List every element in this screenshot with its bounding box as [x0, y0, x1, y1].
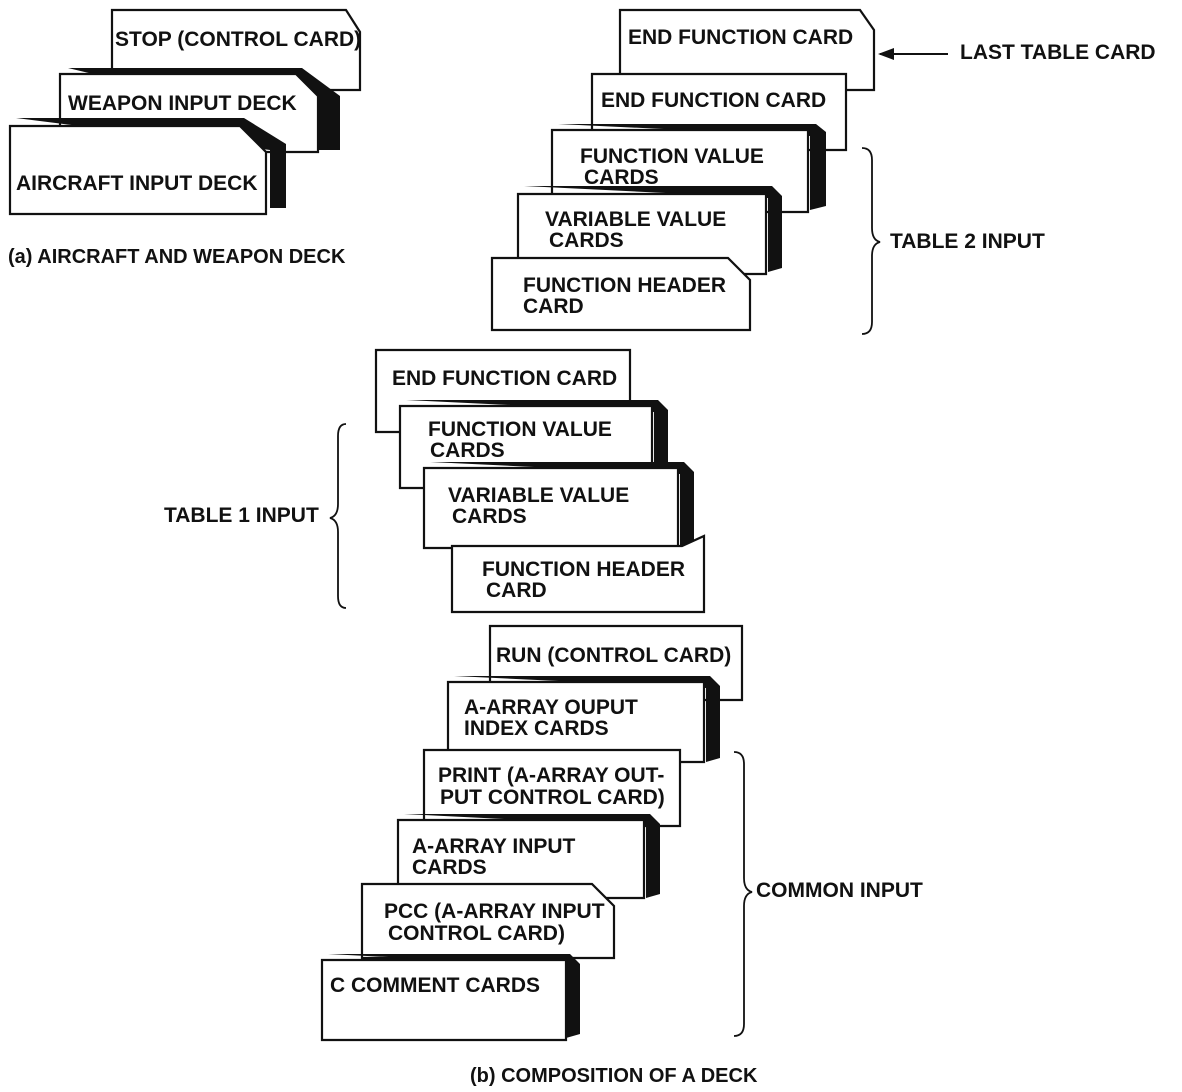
table1-input-label: TABLE 1 INPUT	[164, 504, 319, 527]
aircraft-weapon-deck-group: STOP (CONTROL CARD) WEAPON INPUT DECK AI…	[8, 8, 361, 268]
table1-function-value-label-2: CARDS	[430, 439, 505, 462]
table2-end-function-last-label: END FUNCTION CARD	[628, 26, 853, 49]
caption-a: (a) AIRCRAFT AND WEAPON DECK	[8, 246, 346, 268]
input-cards-label-2: CARDS	[412, 856, 487, 879]
stop-card-label: STOP (CONTROL CARD)	[115, 28, 361, 51]
print-label-1: PRINT (A-ARRAY OUT-	[438, 764, 664, 787]
common-input-group: RUN (CONTROL CARD) A-ARRAY OUPUT INDEX C…	[320, 624, 923, 1042]
table2-group: END FUNCTION CARD LAST TABLE CARD END FU…	[490, 8, 1156, 335]
table2-variable-value-label-1: VARIABLE VALUE	[545, 208, 726, 231]
table1-brace	[329, 423, 347, 609]
aircraft-deck-label: AIRCRAFT INPUT DECK	[16, 172, 258, 195]
table1-function-header-card	[450, 534, 706, 614]
output-index-cards	[446, 680, 706, 764]
table2-variable-value-label-2: CARDS	[549, 229, 624, 252]
comment-cards	[320, 958, 568, 1042]
table2-function-value-label-1: FUNCTION VALUE	[580, 145, 764, 168]
table2-brace	[861, 147, 881, 335]
caption-b: (b) COMPOSITION OF A DECK	[470, 1065, 758, 1087]
table2-end-function-label: END FUNCTION CARD	[601, 89, 826, 112]
table1-variable-value-label-1: VARIABLE VALUE	[448, 484, 629, 507]
pcc-control-card	[360, 882, 616, 960]
table1-function-value-label-1: FUNCTION VALUE	[428, 418, 612, 441]
table2-function-header-label-1: FUNCTION HEADER	[523, 274, 726, 297]
common-input-label: COMMON INPUT	[756, 879, 923, 902]
table2-variable-value-cards	[516, 192, 768, 276]
aircraft-input-deck	[8, 124, 268, 216]
print-control-card	[422, 748, 682, 828]
table1-end-function-label: END FUNCTION CARD	[392, 367, 617, 390]
comment-cards-label: C COMMENT CARDS	[330, 974, 540, 997]
last-table-arrowhead	[878, 48, 894, 60]
last-table-card-label: LAST TABLE CARD	[960, 41, 1156, 64]
table1-function-header-label-1: FUNCTION HEADER	[482, 558, 685, 581]
pcc-label-2: CONTROL CARD)	[388, 922, 565, 945]
table1-group: END FUNCTION CARD FUNCTION VALUE CARDS V…	[164, 348, 706, 614]
common-brace	[733, 751, 753, 1037]
weapon-deck-label: WEAPON INPUT DECK	[68, 92, 297, 115]
input-cards	[396, 818, 646, 900]
table2-function-header-label-2: CARD	[523, 295, 584, 318]
table2-input-label: TABLE 2 INPUT	[890, 230, 1045, 253]
table2-function-header-card	[490, 256, 752, 332]
table1-variable-value-label-2: CARDS	[452, 505, 527, 528]
input-cards-label-1: A-ARRAY INPUT	[412, 835, 576, 858]
table2-function-value-label-2: CARDS	[584, 166, 659, 189]
print-label-2: PUT CONTROL CARD)	[440, 786, 665, 809]
run-card-label: RUN (CONTROL CARD)	[496, 644, 731, 667]
output-index-label-1: A-ARRAY OUPUT	[464, 696, 638, 719]
pcc-label-1: PCC (A-ARRAY INPUT	[384, 900, 605, 923]
table1-function-header-label-2: CARD	[486, 579, 547, 602]
output-index-label-2: INDEX CARDS	[464, 717, 609, 740]
